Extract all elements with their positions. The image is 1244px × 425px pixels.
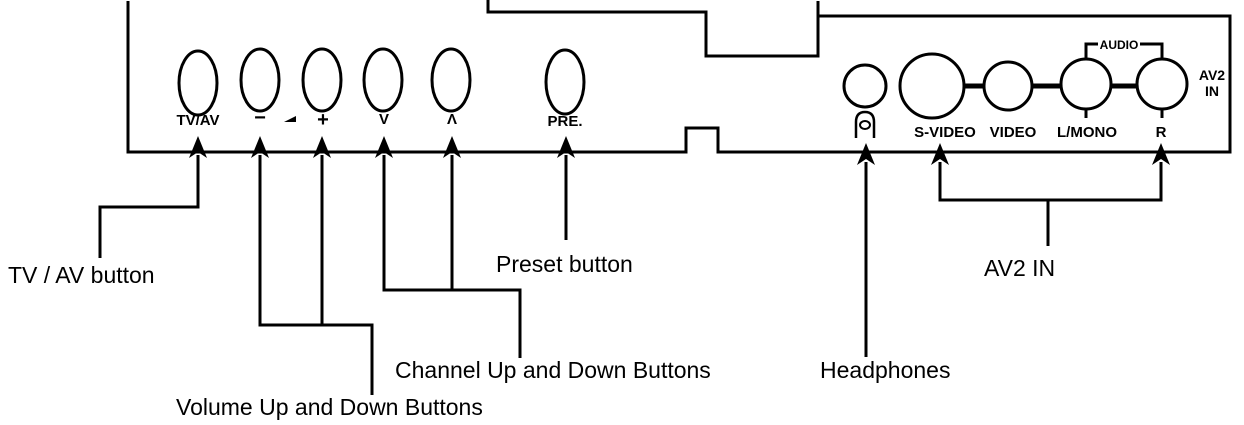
callout-av2-in: AV2 IN — [984, 255, 1055, 281]
label-vol-plus: + — [317, 109, 329, 131]
callout-headphones: Headphones — [820, 357, 950, 383]
left-panel-outline — [126, 1, 1232, 154]
tv-av-button[interactable] — [177, 49, 219, 117]
callout-channel-buttons: Channel Up and Down Buttons — [395, 357, 711, 383]
label-tv-av: TV/AV — [176, 112, 219, 129]
arrowheads — [189, 136, 1170, 165]
channel-up-button[interactable] — [430, 47, 472, 113]
label-ch-down: V — [379, 111, 389, 128]
l-mono-jack[interactable] — [1059, 57, 1113, 111]
audio-bracket — [1084, 42, 1164, 58]
s-video-jack[interactable] — [898, 52, 966, 120]
label-l-mono: L/MONO — [1057, 124, 1117, 141]
label-video: VIDEO — [990, 124, 1037, 141]
label-ch-up: Λ — [447, 111, 457, 128]
callout-tv-av-button: TV / AV button — [8, 262, 155, 288]
label-av2-line2: IN — [1205, 83, 1219, 99]
leader-channel — [382, 155, 522, 358]
channel-down-button[interactable] — [362, 47, 404, 113]
connector-line-top — [486, 0, 820, 58]
label-preset: PRE. — [547, 113, 582, 130]
r-jack[interactable] — [1135, 57, 1189, 111]
label-audio: AUDIO — [1100, 38, 1139, 52]
preset-button[interactable] — [544, 48, 586, 116]
label-r: R — [1156, 124, 1167, 141]
volume-ramp-icon — [284, 116, 296, 122]
callout-preset-button: Preset button — [496, 251, 633, 277]
volume-down-button[interactable] — [239, 47, 281, 113]
callout-volume-buttons: Volume Up and Down Buttons — [176, 394, 483, 420]
volume-up-button[interactable] — [301, 47, 343, 113]
label-vol-minus: − — [254, 107, 266, 129]
leader-volume — [258, 155, 374, 395]
label-av2-line1: AV2 — [1199, 67, 1225, 83]
video-jack[interactable] — [982, 60, 1034, 112]
headphone-jack[interactable] — [842, 63, 888, 109]
label-s-video: S-VIDEO — [914, 124, 976, 141]
leader-tv-av — [98, 155, 200, 258]
leader-av2-in — [938, 162, 1163, 246]
headphones-icon — [854, 110, 876, 138]
